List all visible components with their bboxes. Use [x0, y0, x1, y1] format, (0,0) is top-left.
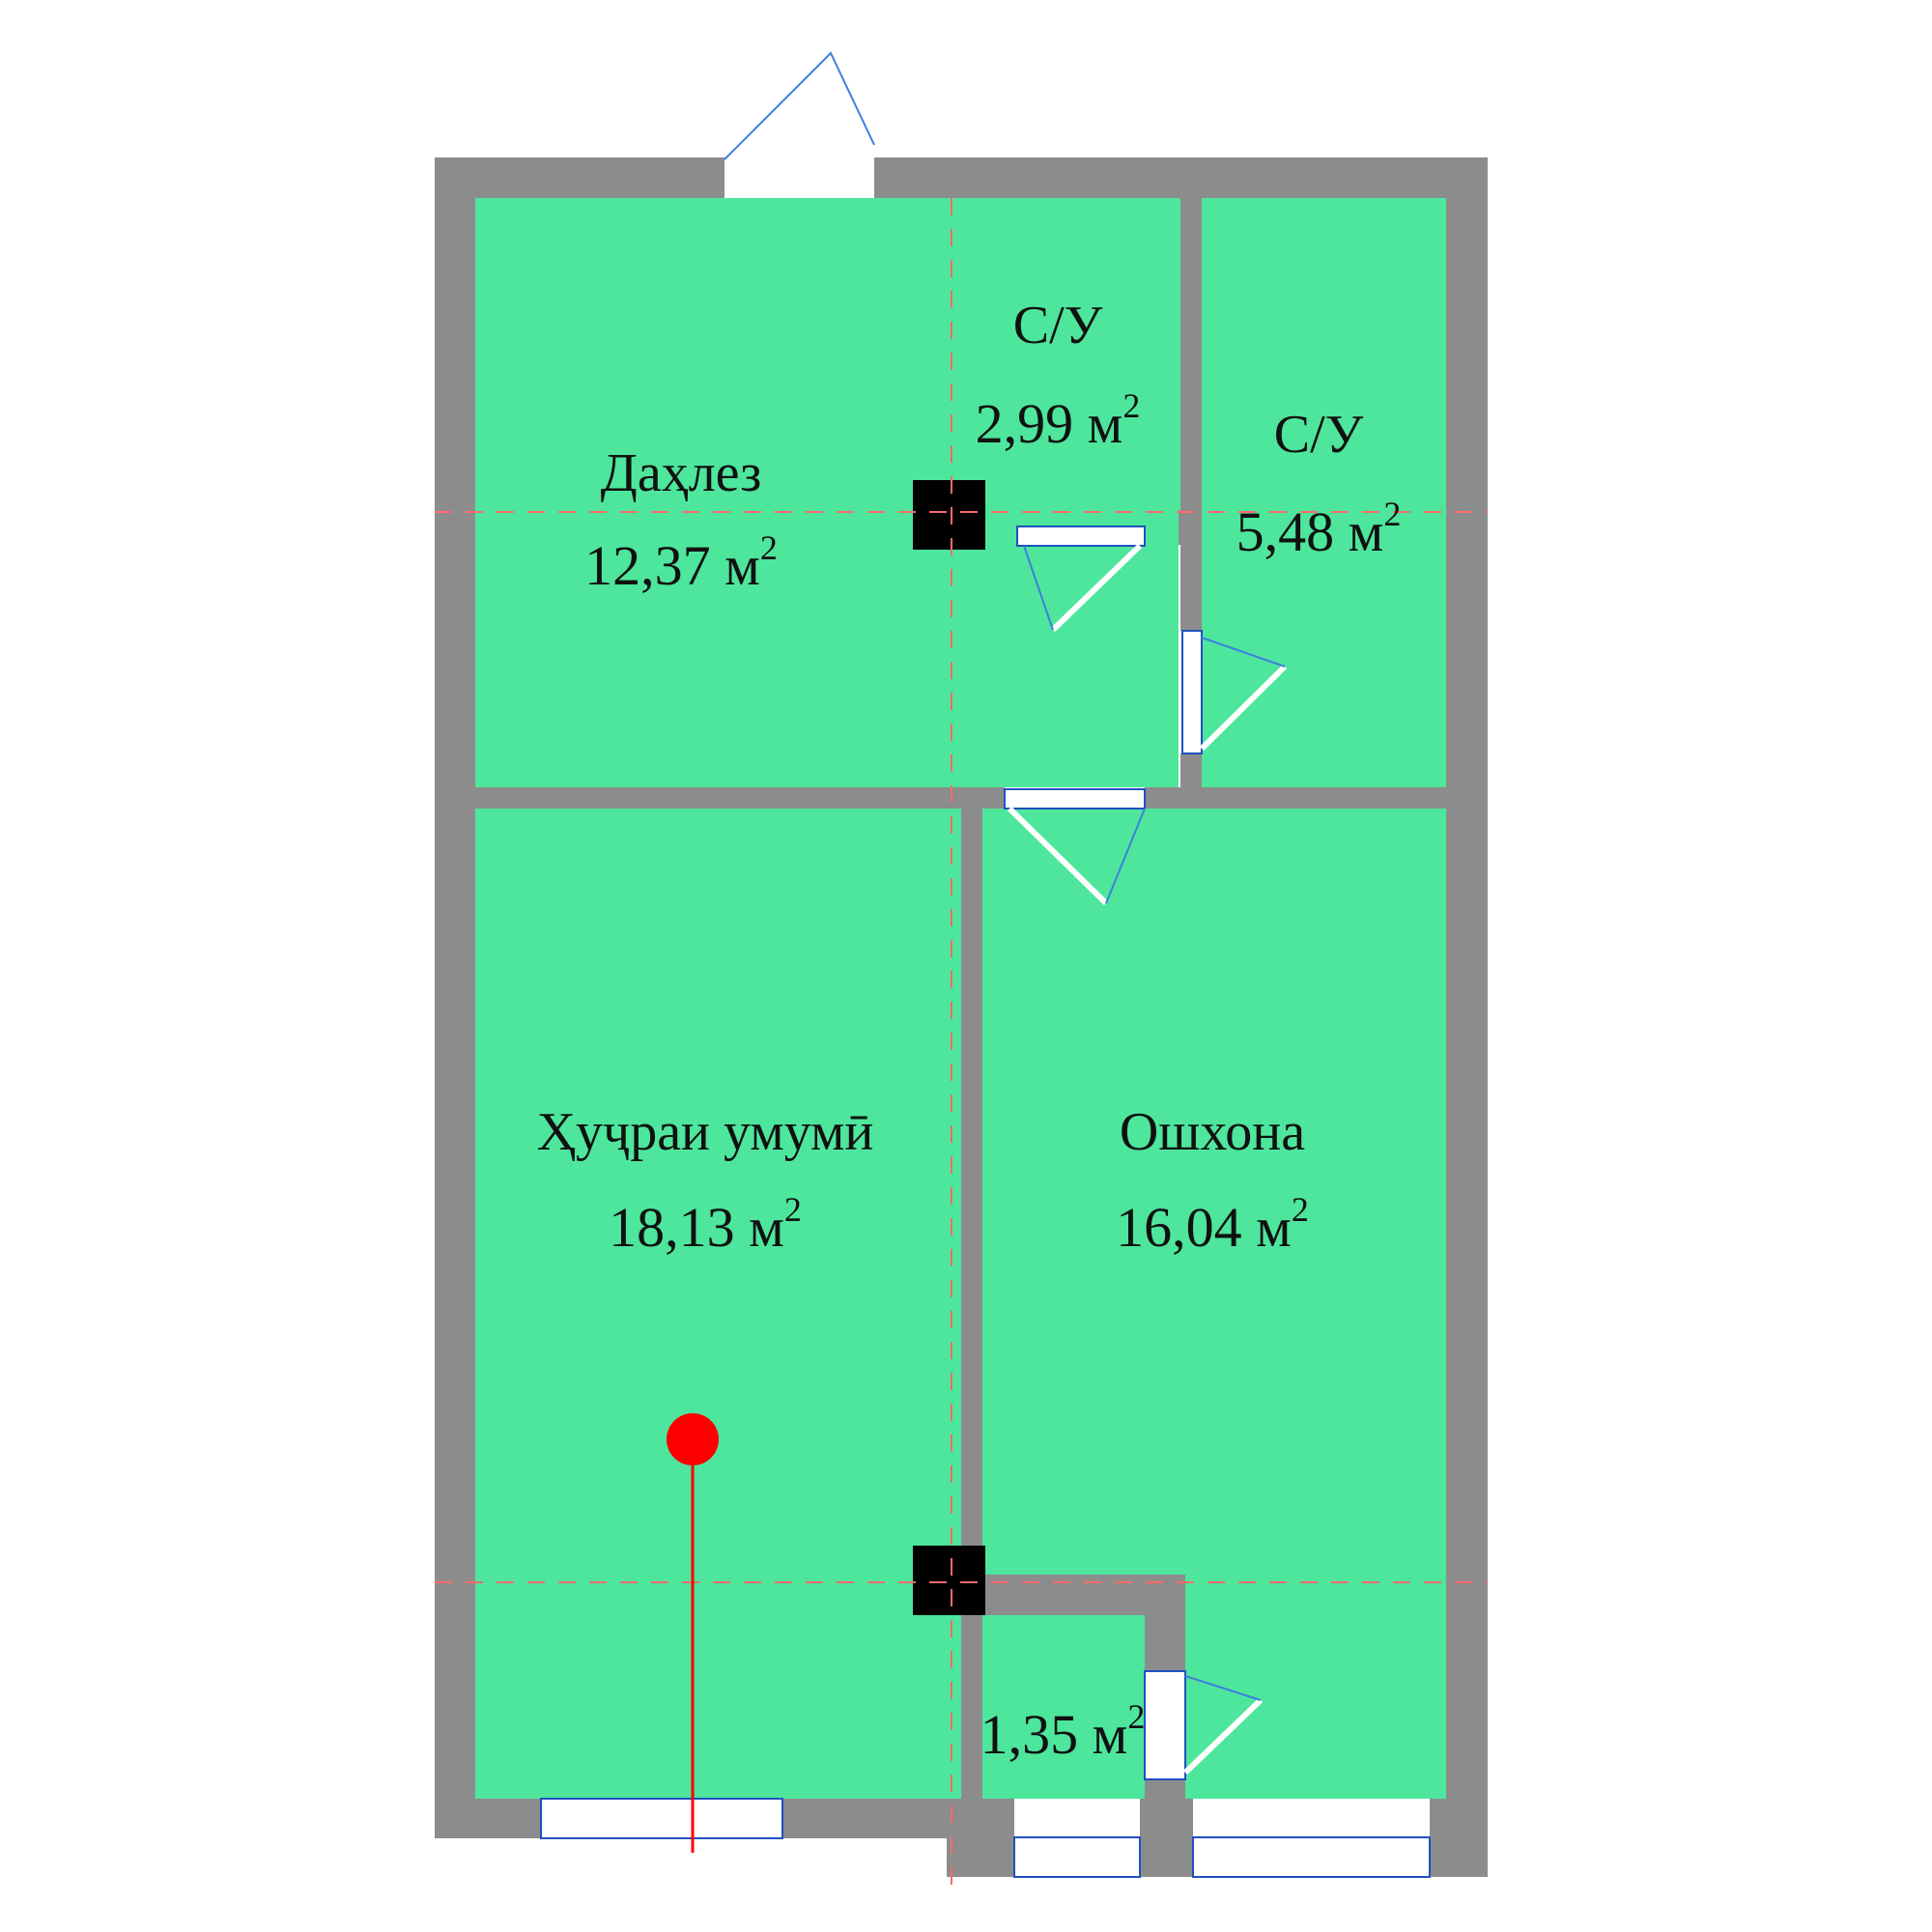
- wall-right: [1446, 157, 1488, 1877]
- kitchen-area-value: 16,04 м: [1116, 1196, 1292, 1259]
- wall-mid-h-r: [1145, 787, 1488, 809]
- wc-small-door-leaf[interactable]: [1050, 543, 1143, 633]
- room-kitchen-lower[interactable]: [1185, 1575, 1446, 1799]
- kitchen-door-swing: [1105, 808, 1146, 904]
- kitchen-area-sup: 2: [1292, 1190, 1309, 1229]
- wc-large-name: С/У: [1274, 405, 1364, 465]
- wc-small-name: С/У: [1013, 296, 1103, 355]
- wc-large-area-sup: 2: [1383, 495, 1401, 533]
- wall-top-left: [435, 157, 724, 198]
- location-pin-icon: [667, 1413, 719, 1853]
- walls: [435, 157, 1488, 1877]
- room-wc-large[interactable]: [1202, 198, 1446, 787]
- hallway-area-value: 12,37 м: [584, 534, 760, 597]
- room-living[interactable]: [475, 809, 961, 1799]
- wc-large-door-swing: [1201, 637, 1286, 668]
- storage-door-leaf[interactable]: [1182, 1697, 1264, 1776]
- columns: [913, 480, 985, 1615]
- hallway-area-sup: 2: [760, 528, 778, 567]
- wc-small-area: 2,99 м2: [976, 386, 1141, 455]
- room-kitchen[interactable]: [982, 809, 1446, 1575]
- wall-left: [435, 157, 475, 1838]
- kitchen-door-opening: [1004, 788, 1146, 810]
- living-area: 18,13 м2: [609, 1190, 802, 1259]
- wc-large-door-leaf[interactable]: [1199, 664, 1288, 752]
- openings: [540, 51, 1431, 1878]
- living-area-value: 18,13 м: [609, 1196, 784, 1259]
- wall-wc-divider-low: [1180, 753, 1202, 794]
- window-kitchen: [1192, 1836, 1431, 1878]
- wc-small-door-swing: [1023, 545, 1054, 631]
- wall-store-right: [1145, 1575, 1185, 1671]
- wc-large-area: 5,48 м2: [1236, 495, 1402, 563]
- kitchen-name: Ошхона: [1120, 1102, 1305, 1162]
- hallway-area: 12,37 м2: [584, 528, 778, 597]
- wc-small-area-sup: 2: [1122, 386, 1140, 425]
- hallway-name: Даҳлез: [601, 443, 762, 503]
- storage-door-swing: [1184, 1675, 1262, 1701]
- living-name: Ҳуҷраи умумӣ: [537, 1102, 874, 1162]
- entrance-door-opening: [724, 157, 874, 198]
- living-area-sup: 2: [784, 1190, 802, 1229]
- wall-wc-divider: [1180, 157, 1202, 631]
- wall-bottom-left: [435, 1799, 541, 1838]
- wc-small-area-value: 2,99 м: [976, 392, 1123, 455]
- wall-store-right-low: [1145, 1779, 1185, 1837]
- window-storage: [1013, 1836, 1141, 1878]
- wall-bottom-right: [1430, 1799, 1488, 1877]
- window-living: [540, 1798, 783, 1839]
- wc-large-door-opening: [1181, 630, 1203, 754]
- storage-area-value: 1,35 м: [980, 1703, 1128, 1766]
- axis-lines: [435, 198, 1488, 1893]
- wc-small-door-opening: [1016, 526, 1146, 547]
- room-storage[interactable]: [982, 1615, 1145, 1799]
- wall-mid-h: [435, 787, 1005, 809]
- kitchen-area: 16,04 м2: [1116, 1190, 1309, 1259]
- labels: Даҳлез 12,37 м2 С/У 2,99 м2 С/У 5,48 м2 …: [537, 296, 1402, 1766]
- wc-large-area-value: 5,48 м: [1236, 500, 1384, 563]
- marker-dot: [667, 1413, 719, 1465]
- room-wc-small[interactable]: [935, 198, 1180, 510]
- column-upper: [913, 480, 985, 550]
- column-lower: [913, 1546, 985, 1615]
- wall-living-kitchen: [961, 809, 982, 1596]
- storage-area: 1,35 м2: [980, 1697, 1146, 1766]
- kitchen-door-leaf[interactable]: [1007, 806, 1109, 906]
- rooms: [475, 198, 1446, 1799]
- storage-door-opening: [1144, 1670, 1186, 1780]
- entrance-door-swing: [724, 51, 875, 160]
- storage-area-sup: 2: [1127, 1697, 1145, 1736]
- wall-bottom-mid: [782, 1799, 947, 1838]
